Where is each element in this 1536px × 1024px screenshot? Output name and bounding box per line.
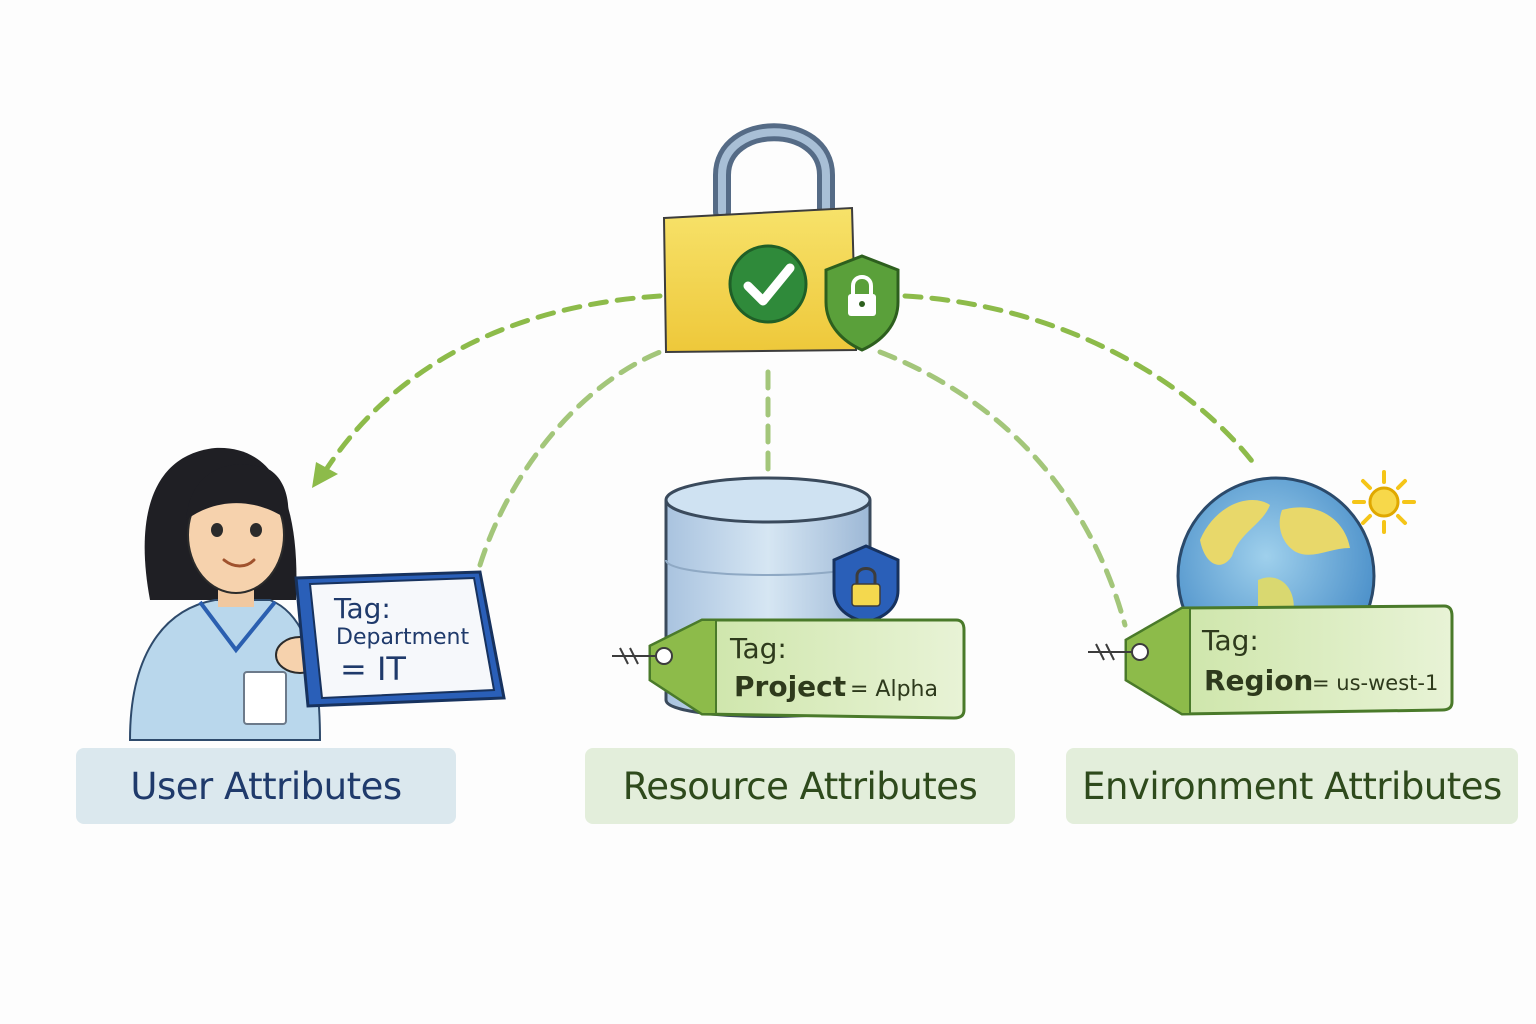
arrow-to-environment bbox=[902, 293, 1258, 468]
db-shield-lock-icon bbox=[832, 544, 900, 624]
person-icon bbox=[128, 447, 325, 741]
shield-lock-icon bbox=[824, 254, 900, 352]
resource-attributes-text: Resource Attributes bbox=[622, 764, 978, 808]
sun-icon bbox=[1352, 470, 1416, 534]
tag-icon bbox=[612, 647, 656, 665]
user-card-key: Department bbox=[336, 625, 470, 650]
connector-arrows bbox=[319, 293, 1258, 628]
checkmark-icon bbox=[728, 244, 808, 324]
resource-tag-key: Project bbox=[734, 670, 846, 703]
arrow-from-user-card bbox=[477, 349, 663, 568]
arrow-from-env-tag bbox=[877, 349, 1128, 628]
environment-attributes-text: Environment Attributes bbox=[1082, 764, 1502, 808]
environment-tag: Tag: Region = us-west-1 bbox=[1088, 604, 1454, 716]
user-card-value: = IT bbox=[340, 650, 406, 688]
user-attributes-label: User Attributes bbox=[76, 748, 456, 824]
user-attributes-text: User Attributes bbox=[130, 764, 402, 808]
resource-tag: Tag: Project = Alpha bbox=[612, 618, 966, 720]
resource-tag-title: Tag: bbox=[729, 632, 787, 665]
user-card-title: Tag: bbox=[333, 592, 391, 625]
resource-tag-value: = Alpha bbox=[850, 677, 938, 702]
environment-tag-title: Tag: bbox=[1201, 624, 1259, 657]
env-tag-icon bbox=[1088, 643, 1132, 661]
user-tag-card: Tag: Department = IT bbox=[294, 570, 506, 708]
environment-tag-value: = us-west-1 bbox=[1312, 671, 1438, 695]
environment-tag-key: Region bbox=[1204, 664, 1313, 697]
resource-attributes-label: Resource Attributes bbox=[585, 748, 1015, 824]
environment-attributes-label: Environment Attributes bbox=[1066, 748, 1518, 824]
arrow-head-user bbox=[312, 462, 338, 488]
arrow-to-user bbox=[319, 293, 663, 479]
